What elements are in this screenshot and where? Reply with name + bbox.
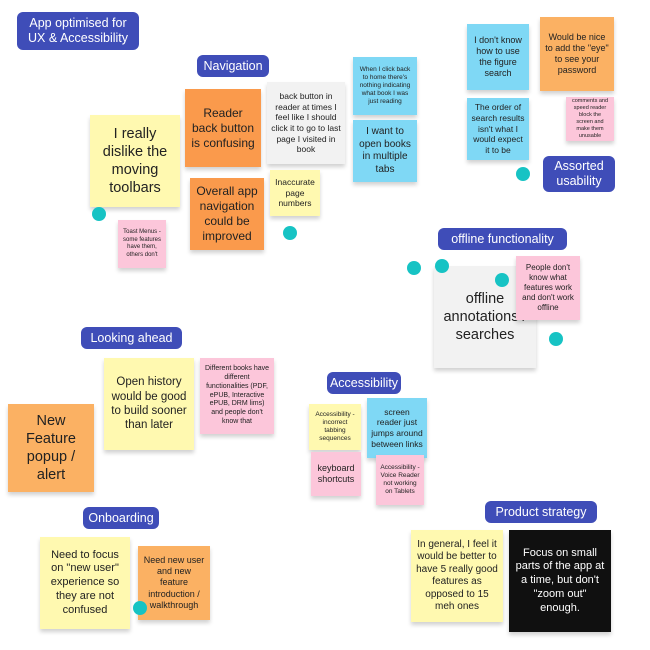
- sticky-note: I want to open books in multiple tabs: [353, 120, 417, 182]
- cursor-dot: [516, 167, 530, 181]
- sticky-note: In general, I feel it would be better to…: [411, 530, 503, 622]
- sticky-note: keyboard shortcuts: [311, 452, 361, 496]
- sticky-note: Open history would be good to build soon…: [104, 358, 194, 450]
- cursor-dot: [435, 259, 449, 273]
- board-title-label: App optimised for UX & Accessibility: [17, 12, 139, 50]
- offline-functionality-label: offline functionality: [438, 228, 567, 250]
- sticky-note: The order of search results isn't what I…: [467, 98, 529, 160]
- sticky-note: Accessibility - incorrect tabbing sequen…: [309, 404, 361, 450]
- sticky-note: Toast Menus - some features have them, o…: [118, 220, 166, 268]
- assorted-usability-label: Assorted usability: [543, 156, 615, 192]
- sticky-note: People don't know what features work and…: [516, 256, 580, 320]
- sticky-note: back button in reader at times I feel li…: [267, 82, 345, 164]
- cursor-dot: [495, 273, 509, 287]
- cursor-dot: [407, 261, 421, 275]
- sticky-note: When I click back to home there's nothin…: [353, 57, 417, 115]
- sticky-note: I don't know how to use the figure searc…: [467, 24, 529, 90]
- sticky-note: Reader back button is confusing: [185, 89, 261, 167]
- looking-ahead-label: Looking ahead: [81, 327, 182, 349]
- cursor-dot: [549, 332, 563, 346]
- accessibility-label: Accessibility: [327, 372, 401, 394]
- product-strategy-label: Product strategy: [485, 501, 597, 523]
- cursor-dot: [92, 207, 106, 221]
- sticky-note: Overall app navigation could be improved: [190, 178, 264, 250]
- sticky-note: Would be nice to add the "eye" to see yo…: [540, 17, 614, 91]
- sticky-note: Accessibility - Voice Reader not working…: [376, 455, 424, 505]
- onboarding-label: Onboarding: [83, 507, 159, 529]
- sticky-note: comments and speed reader block the scre…: [566, 97, 614, 141]
- cursor-dot: [283, 226, 297, 240]
- sticky-note: Need to focus on "new user" experience s…: [40, 537, 130, 629]
- sticky-note: screen reader just jumps around between …: [367, 398, 427, 458]
- sticky-note: Different books have different functiona…: [200, 358, 274, 434]
- navigation-label: Navigation: [197, 55, 269, 77]
- sticky-note: Need new user and new feature introducti…: [138, 546, 210, 620]
- cursor-dot: [133, 601, 147, 615]
- sticky-note: Inaccurate page numbers: [270, 170, 320, 216]
- sticky-note: Focus on small parts of the app at a tim…: [509, 530, 611, 632]
- sticky-note: New Feature popup / alert: [8, 404, 94, 492]
- sticky-note: I really dislike the moving toolbars: [90, 115, 180, 207]
